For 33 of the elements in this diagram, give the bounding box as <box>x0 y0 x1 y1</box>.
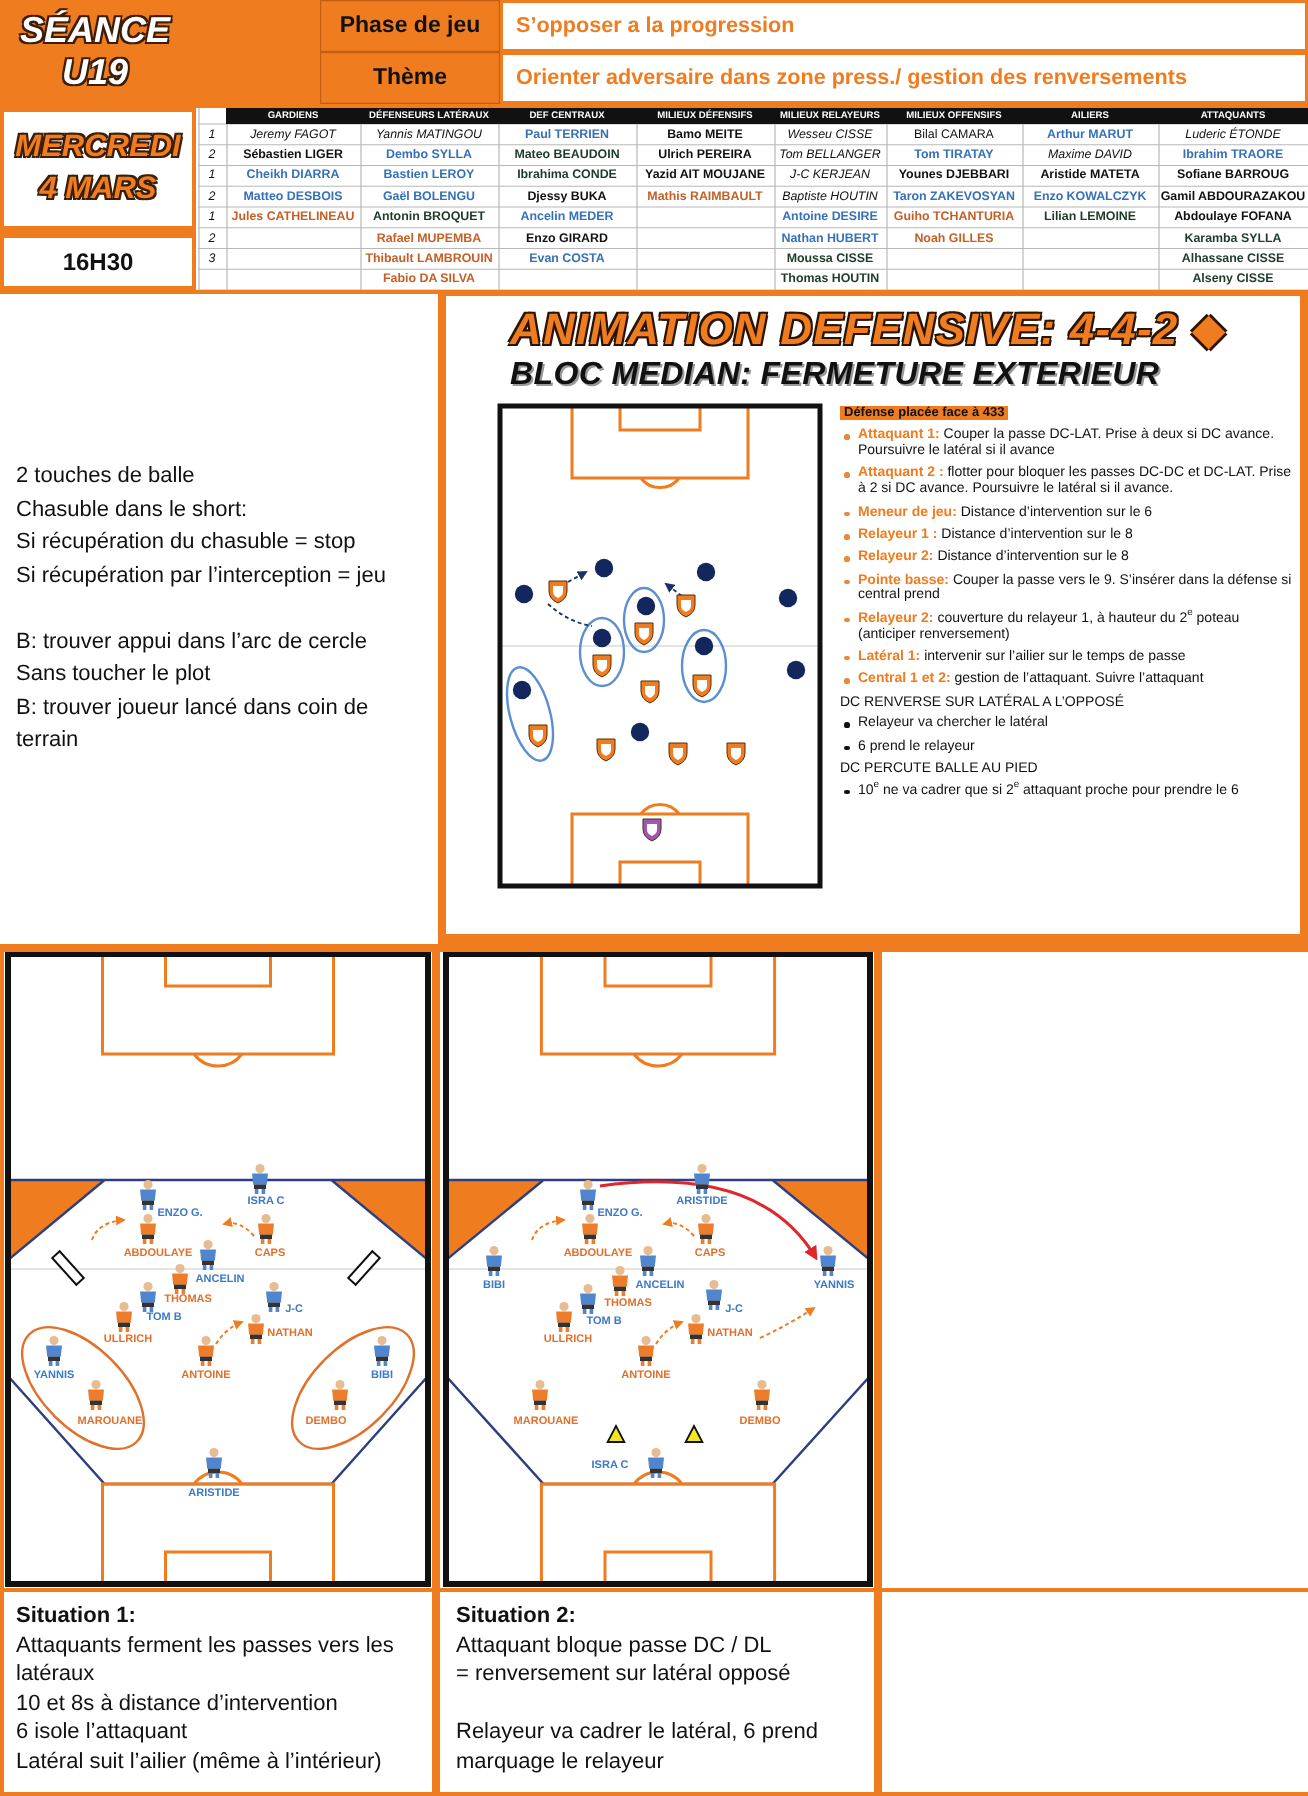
header-cell <box>500 0 1308 52</box>
situation-title: Situation 2: <box>456 1602 578 1631</box>
instruction-text: Chasuble dans le short: <box>16 495 250 525</box>
instruction-text: Si récupération du chasuble = stop <box>16 528 358 558</box>
situation-text: = renversement sur latéral opposé <box>456 1660 793 1689</box>
situation-text: 10 et 8s à distance d’intervention <box>16 1689 340 1718</box>
theme-text: Orienter adversaire dans zone press./ gestion des renversements <box>516 66 1187 90</box>
situation-text: Latéral suit l’ailier (même à l’intérieur) <box>16 1747 384 1776</box>
instruction-text: B: trouver joueur lancé dans coin de terrain <box>16 693 371 756</box>
time-panel <box>0 234 196 290</box>
exercise-panel <box>438 290 1308 952</box>
instruction-text: 2 touches de balle <box>16 462 197 492</box>
situation-text: Attaquant bloque passe DC / DL <box>456 1631 774 1660</box>
time-text: 16H30 <box>62 248 134 276</box>
header-cell <box>500 52 1308 104</box>
phase-text: S’opposer a la progression <box>516 14 795 38</box>
situation-text: 6 isole l’attaquant <box>16 1718 190 1747</box>
panel-subtitle: BLOC MEDIAN: FERMETURE EXTERIEUR <box>510 358 1160 394</box>
row-label: Phase de jeu <box>339 14 481 38</box>
situation-text: Attaquants ferment les passes vers les latéraux <box>16 1631 396 1689</box>
instruction-text: Sans toucher le plot <box>16 660 213 690</box>
header-cell <box>320 52 500 104</box>
session-title: SÉANCE U19 <box>19 10 170 94</box>
header-cell <box>320 0 500 52</box>
session-banner <box>0 0 320 104</box>
row-label: Thème <box>372 66 448 90</box>
date-text: MERCREDI 4 MARS <box>13 128 183 209</box>
situation-title: Situation 1: <box>16 1602 138 1631</box>
panel-title: ANIMATION DEFENSIVE: 4-4-2 ◆ <box>510 306 1227 355</box>
instruction-text: B: trouver appui dans l’arc de cercle <box>16 627 369 657</box>
date-panel <box>0 108 196 230</box>
instruction-text: Si récupération par l’interception = jeu <box>16 561 388 591</box>
situation-text: Relayeur va cadrer le latéral, 6 prend marquage le relayeur <box>456 1718 820 1776</box>
